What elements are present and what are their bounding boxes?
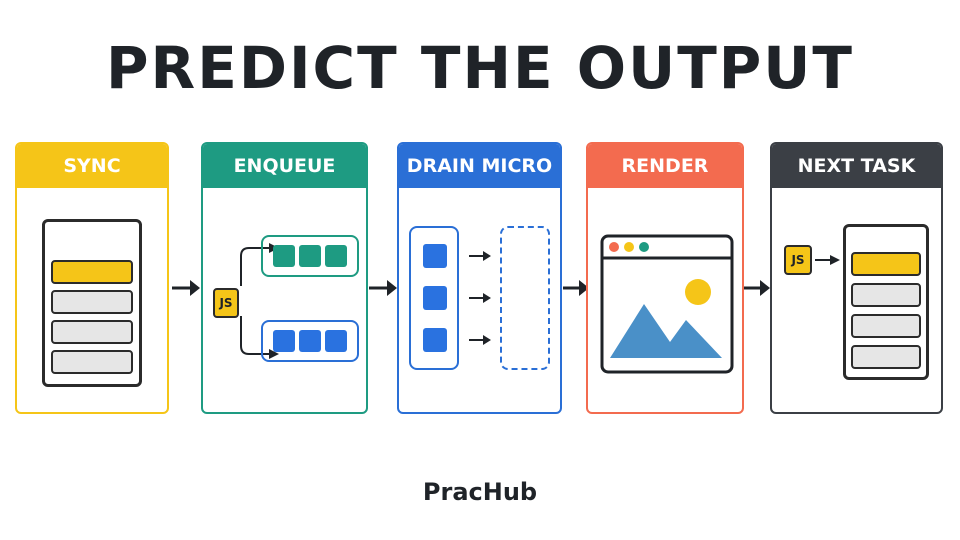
render-panel [588, 188, 742, 412]
stack-slot [51, 290, 133, 314]
arrow-right-icon [744, 280, 770, 296]
microtask-item [299, 330, 321, 352]
enqueue-panel: JS [203, 188, 366, 412]
empty-queue-outline [500, 226, 550, 370]
microtask-item [325, 330, 347, 352]
stage-render: RENDER [586, 142, 744, 414]
stage-sync-header: SYNC [17, 144, 167, 188]
page-title: PREDICT THE OUTPUT [106, 34, 854, 102]
branch-arrows-icon [240, 243, 279, 359]
microtask-column [409, 226, 459, 370]
stack-slot [851, 283, 921, 307]
stage-next-header: NEXT TASK [772, 144, 941, 188]
microtask-item [423, 286, 447, 310]
call-stack-panel [17, 188, 167, 412]
stack-slot [51, 320, 133, 344]
macrotask-item [299, 245, 321, 267]
stage-sync: SYNC [15, 142, 169, 414]
stack-slot [851, 345, 921, 369]
stack-slot [851, 314, 921, 338]
arrow-right-icon [172, 280, 200, 296]
macrotask-item [325, 245, 347, 267]
stage-drain-header: DRAIN MICRO [399, 144, 560, 188]
stack-slot-active [51, 260, 133, 284]
microtask-item [423, 244, 447, 268]
macrotask-item [273, 245, 295, 267]
arrow-right-icon [815, 255, 840, 265]
stage-render-header: RENDER [588, 144, 742, 188]
arrow-right-icon [563, 280, 589, 296]
stage-drain-micro: DRAIN MICRO [397, 142, 562, 414]
arrow-right-icon [369, 280, 397, 296]
stage-enqueue-header: ENQUEUE [203, 144, 366, 188]
browser-window-icon [600, 234, 734, 374]
macrotask-queue [261, 235, 359, 277]
drain-arrows-icon [469, 251, 491, 345]
next-task-panel: JS [772, 188, 941, 412]
stage-next-task: NEXT TASK JS [770, 142, 943, 414]
stage-enqueue: ENQUEUE JS [201, 142, 368, 414]
js-chip: JS [213, 288, 239, 318]
stack-slot-active [851, 252, 921, 276]
call-stack-frame [42, 219, 142, 387]
brand-logo: PracHub [422, 478, 538, 506]
stack-slot [51, 350, 133, 374]
js-chip: JS [784, 245, 812, 275]
microtask-item [273, 330, 295, 352]
microtask-queue [261, 320, 359, 362]
microtask-item [423, 328, 447, 352]
call-stack-frame [843, 224, 929, 380]
drain-panel [399, 188, 560, 412]
